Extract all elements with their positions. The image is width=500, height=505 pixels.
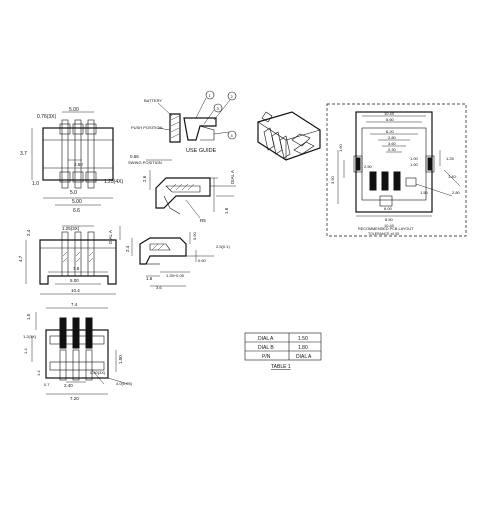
callout-3-text: 3 xyxy=(217,106,220,111)
bottom-dim-14b: 1.4 xyxy=(36,370,41,376)
bottom-view: 7.4 1.5 1.2(3X) 2.40 0.40(3X) 1.00 7.20 … xyxy=(23,302,133,401)
pcb-layout: 10.40 8.60 6.20 2.80 3.60 0.30 2.50 1.00… xyxy=(326,103,467,237)
top-dim-10: 1.0 xyxy=(32,181,39,187)
pcb-dim-620: 6.20 xyxy=(386,129,395,134)
top-dim-125: 1.25(4X) xyxy=(104,179,124,185)
table-caption: TABLE 1 xyxy=(271,364,291,370)
end-dim-060a: 0.60 xyxy=(192,231,197,240)
table-row-1-value: 1.50 xyxy=(298,336,308,342)
top-view-pin-1 xyxy=(61,119,69,189)
top-dim-500b: 5.00 xyxy=(72,199,82,205)
bottom-dim-74: 7.4 xyxy=(71,302,78,307)
pcb-dim-100a: 1.00 xyxy=(410,156,419,161)
end-dim-25: 2.5(0.1) xyxy=(216,244,230,249)
top-view-body xyxy=(42,127,114,181)
pcb-dim-850: 8.50 xyxy=(385,217,394,222)
pcb-dim-280b: 2.80 xyxy=(452,190,461,195)
front-dim-78: 7.8 xyxy=(73,266,80,271)
end-dim-16: 1.6 xyxy=(146,276,153,281)
use-guide-title: USE GUIDE xyxy=(186,148,217,154)
table-row-2-value: 1.80 xyxy=(298,345,308,351)
top-view-pin-3 xyxy=(87,119,95,189)
use-guide: BATTERY PUSH POSITION 1 2 3 4 USE GUIDE xyxy=(131,90,237,154)
pcb-dim-140: 1.40 xyxy=(448,174,457,179)
pcb-dim-860: 8.60 xyxy=(386,117,395,122)
top-dim-37: 3.7 xyxy=(20,151,27,157)
front-view: 2.4 1.25(3X) DIAL A 4.7 7.8 5.00 10.4 xyxy=(18,225,121,295)
table-header-right: DIAL A xyxy=(296,354,312,360)
callout-2 xyxy=(227,91,237,101)
top-view-pin-2 xyxy=(74,119,82,189)
bottom-dim-07: 0.7 xyxy=(44,382,50,387)
callout-1 xyxy=(205,90,215,100)
callout-4 xyxy=(227,130,237,140)
top-dim-50: 5.0 xyxy=(70,190,77,196)
table-header-left: P/N xyxy=(262,354,271,360)
front-dim-104: 10.4 xyxy=(71,288,80,293)
end-view: 2.4 0.60 0.60 2.5(0.1) 1.6 1.25+0.05 3.6 xyxy=(125,231,230,290)
bottom-dim-720: 7.20 xyxy=(70,396,79,401)
bottom-dim-100: 1.00 xyxy=(118,355,123,364)
pcb-dim-600: 6.00 xyxy=(384,206,393,211)
bottom-dim-12: 1.2(3X) xyxy=(23,334,37,339)
end-dim-060b: 0.60 xyxy=(198,258,207,263)
pcb-outline xyxy=(355,111,433,213)
top-dim-076: 0.76(3X) xyxy=(37,114,57,120)
pcb-dim-1040a: 10.40 xyxy=(384,111,395,116)
front-dim-125: 1.25(3X) xyxy=(62,226,80,231)
table-frame xyxy=(244,332,322,361)
side-dim-16: 1.6 xyxy=(224,207,229,214)
end-dim-36: 3.6 xyxy=(156,285,162,290)
callout-1-text: 1 xyxy=(209,93,212,98)
pcb-dim-160: 1.60 xyxy=(338,143,343,152)
front-view-body xyxy=(39,239,117,285)
pcb-dim-280: 2.80 xyxy=(388,135,397,140)
front-dial-a: DIAL A xyxy=(108,230,113,244)
pcb-layout-frame xyxy=(326,103,467,237)
iso-body xyxy=(257,111,321,161)
pcb-dim-1040b: 10.40 xyxy=(384,223,395,228)
bottom-dim-040: 0.40(3X) xyxy=(90,370,106,375)
table-row-2-pn: DIAL B xyxy=(258,345,274,351)
top-dim-500: 5.00 xyxy=(69,107,79,113)
pcb-pad-group xyxy=(353,155,435,207)
top-dim-250: 2.50 xyxy=(74,162,83,167)
end-dim-125: 1.25+0.05 xyxy=(166,273,185,278)
top-view: 5.00 0.76(3X) 3.7 1.0 5.0 2.50 5.00 6.6 … xyxy=(20,107,124,214)
bottom-dim-14a: 1.4 xyxy=(23,348,28,354)
battery-label: BATTERY xyxy=(144,98,162,103)
isometric-view xyxy=(257,111,321,161)
side-dial-a: DIAL A xyxy=(230,170,235,184)
dial-table: DIAL A 1.50 DIAL B 1.80 P/N DIAL A TABLE… xyxy=(244,332,322,370)
side-view: 0.56 SWING POSITION 2.6 DIAL A 1.6 R5 xyxy=(128,154,236,223)
bottom-dim-40: 4.0(0.05) xyxy=(116,381,133,386)
table-row-1-pn: DIAL A xyxy=(258,336,274,342)
pcb-dim-360: 3.60 xyxy=(388,141,397,146)
side-dim-r5: R5 xyxy=(200,218,206,223)
swing-position-label: SWING POSITION xyxy=(128,160,162,165)
callout-3 xyxy=(213,103,223,113)
front-dim-500: 5.00 xyxy=(70,278,79,283)
pcb-dim-100b: 1.00 xyxy=(410,162,419,167)
pcb-caption: RECOMMENDED PCB LAYOUT xyxy=(358,227,414,231)
pcb-caption-2: TOLERANCE ±0.05 xyxy=(368,232,399,236)
front-dim-47: 4.7 xyxy=(18,255,23,262)
callout-2-text: 2 xyxy=(231,94,234,99)
push-position-label: PUSH POSITION xyxy=(131,125,162,130)
pcb-dim-250: 2.50 xyxy=(364,164,373,169)
side-dim-056: 0.56 xyxy=(130,154,139,159)
end-dim-24: 2.4 xyxy=(125,245,130,252)
bottom-dim-240: 2.40 xyxy=(64,383,73,388)
bottom-dim-15: 1.5 xyxy=(26,313,31,320)
side-dim-26: 2.6 xyxy=(142,175,147,182)
pcb-dim-350: 3.50 xyxy=(330,175,335,184)
pcb-dim-125: 1.25 xyxy=(446,156,455,161)
callout-4-text: 4 xyxy=(231,133,234,138)
top-dim-66: 6.6 xyxy=(73,208,80,214)
front-dim-24: 2.4 xyxy=(26,229,31,236)
pcb-dim-030: 0.30 xyxy=(388,147,397,152)
pcb-dim-150: 1.50 xyxy=(420,190,429,195)
